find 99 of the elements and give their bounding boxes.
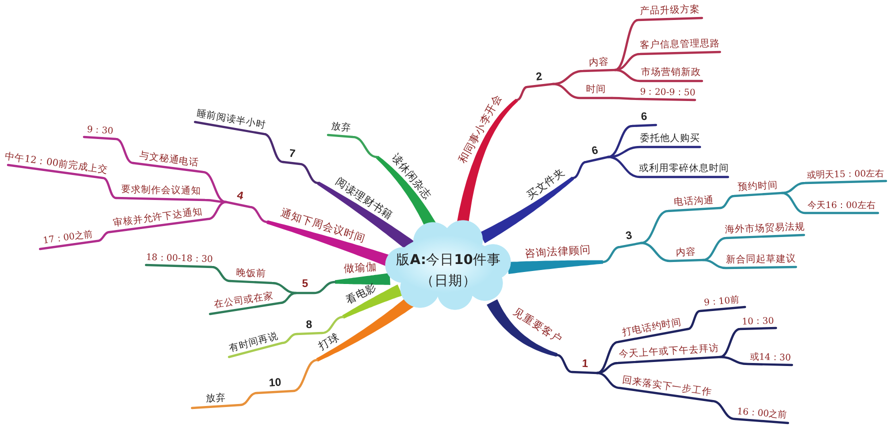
connector-line: [718, 356, 794, 366]
branch-line: [479, 176, 574, 244]
connector-line: [326, 134, 378, 158]
topic-label: 16：00之前: [736, 407, 788, 422]
connector-line: [718, 326, 778, 358]
topic-label: 或利用零碎休息时间: [639, 164, 729, 176]
branch-number: 10: [268, 376, 282, 390]
connector-line: [606, 124, 658, 158]
connector-line: [780, 192, 880, 214]
topic-label: 产品升级方案: [640, 5, 700, 18]
branch-number: 1: [582, 358, 588, 371]
topic-label: 睡前阅读半小时: [195, 110, 266, 132]
topic-label: 有时间再说: [228, 331, 280, 355]
branch-label: 看电影: [344, 282, 379, 307]
connector-line: [718, 192, 784, 210]
branch-number: 4: [235, 189, 244, 204]
topic-label: 晚饭前: [236, 268, 267, 281]
topic-label: 或明天15：00左右: [806, 169, 884, 182]
branch-number: 2: [535, 70, 543, 84]
connector-line: [602, 242, 642, 264]
branch-number: 5: [302, 278, 308, 291]
connector-line: [194, 120, 284, 164]
connector-line: [596, 372, 714, 402]
connector-line: [572, 156, 610, 180]
connector-line: [614, 68, 704, 82]
branch-label: 和同事小李开会: [456, 92, 505, 166]
branch-label: 做瑜伽: [344, 260, 378, 274]
branch-number: 6: [590, 144, 600, 158]
connector-line: [606, 156, 730, 178]
branch-number: 8: [306, 318, 313, 332]
topic-label: 内容: [588, 57, 609, 70]
topic-label: 打电话约时间: [621, 318, 682, 340]
connector-line: [282, 160, 320, 184]
branch-line: [342, 284, 402, 319]
connector-line: [710, 400, 790, 424]
topic-label: 9：10前: [704, 296, 740, 310]
topic-label: 内容: [676, 248, 696, 260]
branch-label: 咨询法律顾问: [524, 244, 592, 260]
connector-line: [640, 242, 704, 262]
connector-line: [132, 162, 228, 204]
branch-line: [508, 260, 604, 274]
branch-line: [316, 297, 414, 362]
connector-line: [640, 206, 722, 244]
center-subtitle: （日期）: [420, 274, 476, 290]
connector-line: [702, 258, 798, 270]
topic-label: 海外市场贸易法规: [724, 222, 805, 236]
connector-line: [702, 234, 806, 262]
topic-label: 审核并允许下达通知: [112, 206, 204, 230]
branch-label: 买文件夹: [524, 166, 568, 202]
connector-line: [516, 82, 554, 102]
branch-number: 6: [640, 110, 648, 124]
connector-line: [552, 82, 614, 100]
topic-label: 9：30: [87, 126, 114, 138]
topic-label: 回来落实下一步工作: [622, 376, 712, 400]
topic-label: 新合同起草建议: [726, 254, 796, 266]
branch-label: 打球: [316, 331, 342, 352]
topic-label: 在公司或在家: [213, 291, 274, 312]
connector-line: [780, 180, 888, 194]
connector-line: [108, 200, 228, 234]
topic-label: 放弃: [205, 393, 226, 406]
branch-label: 见重要客户: [510, 306, 564, 346]
topic-label: 电话沟通: [673, 196, 714, 209]
topic-label: 18：00-18：30: [146, 253, 213, 266]
connector-line: [228, 332, 298, 358]
connector-line: [610, 96, 696, 102]
connector-line: [596, 356, 722, 374]
topic-label: 客户信息管理思路: [640, 39, 720, 52]
topic-label: 中午12：00前完成上交: [4, 152, 109, 177]
connector-line: [614, 16, 704, 72]
connector-line: [144, 264, 232, 282]
topic-label: 10：30: [742, 316, 774, 328]
connector-line: [208, 292, 298, 316]
branch-line: [486, 299, 558, 357]
topic-label: 放弃: [330, 122, 352, 136]
connector-line: [224, 200, 268, 224]
connector-line: [686, 306, 746, 330]
branch-number: 7: [288, 148, 296, 162]
branch-line: [334, 273, 390, 285]
topic-label: 或14：30: [750, 352, 791, 364]
connector-line: [296, 316, 344, 336]
topic-label: 9：20-9：50: [640, 87, 696, 99]
topic-label: 委托他人购买: [640, 134, 700, 146]
connector-line: [82, 136, 134, 164]
topic-label: 与文秘通电话: [138, 151, 200, 170]
topic-label: 时间: [586, 85, 606, 96]
connector-line: [556, 354, 598, 374]
topic-label: 17：00之前: [42, 230, 93, 248]
topic-label: 今天上午或下午去拜访: [618, 344, 719, 362]
topic-label: 要求制作会议通知: [120, 185, 201, 198]
topic-label: 今天16：00左右: [808, 201, 876, 212]
branch-number: 3: [624, 230, 634, 244]
connector-line: [190, 392, 258, 410]
topic-label: 预约时间: [737, 180, 778, 194]
connector-line: [294, 280, 336, 294]
connector-line: [6, 164, 118, 200]
topic-label: 市场营销新政: [641, 68, 701, 80]
connector-line: [256, 358, 318, 394]
connector-line: [228, 280, 298, 294]
connector-line: [38, 230, 112, 250]
